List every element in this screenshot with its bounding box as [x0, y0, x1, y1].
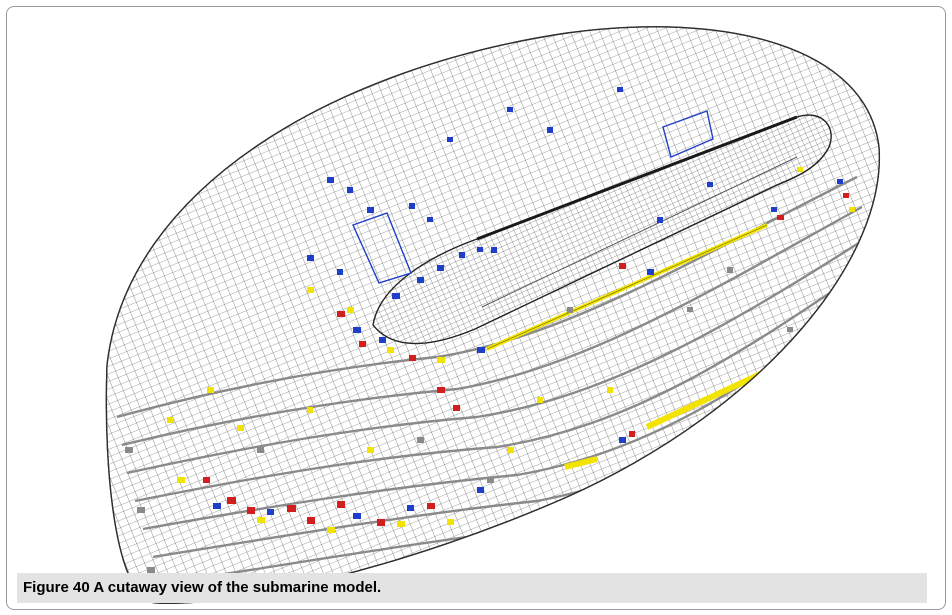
submarine-mesh-figure: [105, 26, 881, 604]
caption-label: Figure 40: [23, 579, 94, 596]
blue-cells: [213, 87, 843, 519]
figure-caption: Figure 40 A cutaway view of the submarin…: [17, 573, 927, 603]
submarine-hull: [352, 110, 832, 345]
contact-strip: [486, 223, 769, 470]
red-cells: [203, 193, 849, 526]
yellow-cells: [167, 167, 855, 533]
figure-frame: Figure 40 A cutaway view of the submarin…: [6, 6, 946, 610]
caption-text: A cutaway view of the submarine model.: [93, 579, 382, 596]
